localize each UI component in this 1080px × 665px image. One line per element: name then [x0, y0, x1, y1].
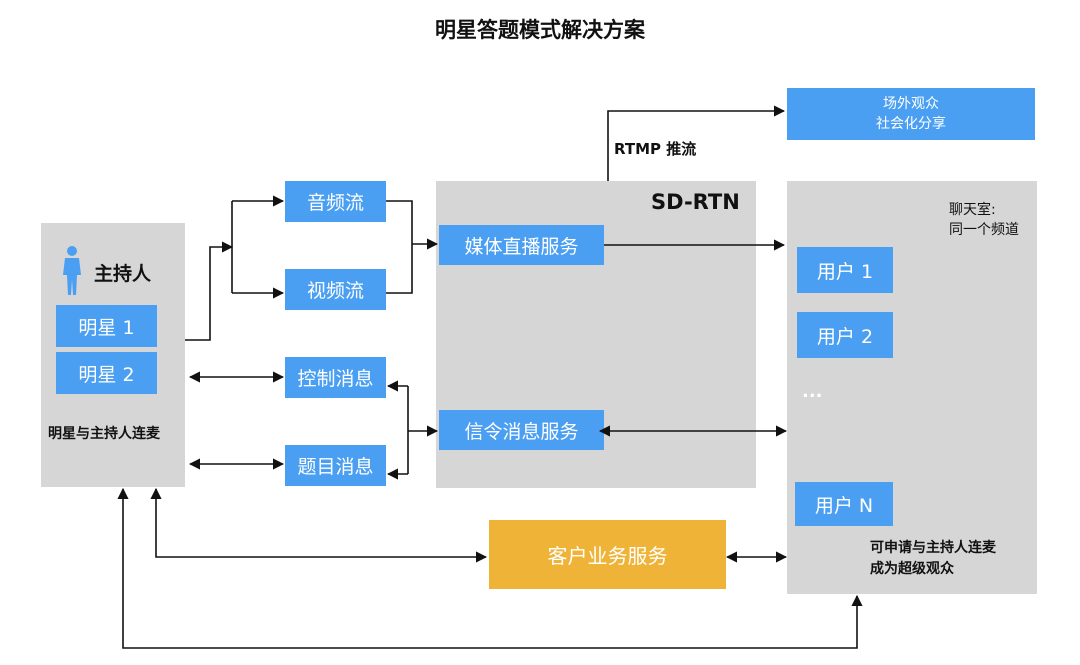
sdrtn-label: SD-RTN	[651, 190, 740, 214]
audio-to-merge-line	[386, 200, 413, 294]
star-1-box: 明星 1	[56, 305, 157, 347]
media-live-service-box: 媒体直播服务	[439, 225, 604, 265]
offsite-line-1: 场外观众	[883, 96, 939, 112]
offsite-audience-box: 场外观众 社会化分享	[787, 88, 1035, 140]
control-message-box: 控制消息	[285, 357, 386, 398]
chatroom-heading-line-1: 聊天室:	[949, 202, 996, 218]
diagram-title: 明星答题模式解决方案	[435, 18, 645, 42]
offsite-line-2: 社会化分享	[876, 116, 946, 132]
host-person-icon	[63, 246, 81, 295]
chatroom-note-line-2: 成为超级观众	[870, 561, 954, 577]
user-2-box: 用户 2	[797, 312, 893, 358]
host-label: 主持人	[94, 263, 152, 285]
signaling-service-box: 信令消息服务	[439, 410, 604, 450]
host-business-arrow	[150, 487, 488, 563]
chatroom-note-line-1: 可申请与主持人连麦	[870, 540, 996, 556]
host-caption: 明星与主持人连麦	[48, 426, 160, 442]
rtmp-push-arrow	[607, 105, 786, 181]
host-chat-loop-arrow	[117, 487, 863, 649]
users-ellipsis: ...	[802, 381, 823, 402]
chatroom-heading-line-2: 同一个频道	[949, 222, 1019, 238]
chatroom-note: 可申请与主持人连麦 成为超级观众	[870, 538, 996, 580]
user-1-box: 用户 1	[797, 247, 893, 293]
video-stream-box: 视频流	[285, 269, 386, 310]
rtmp-push-label: RTMP 推流	[614, 140, 697, 158]
star-2-box: 明星 2	[56, 352, 157, 394]
audio-stream-box: 音频流	[285, 181, 386, 222]
chatroom-heading: 聊天室: 同一个频道	[949, 200, 1019, 240]
host-to-branch-line	[185, 241, 234, 341]
question-message-box: 题目消息	[285, 445, 386, 486]
